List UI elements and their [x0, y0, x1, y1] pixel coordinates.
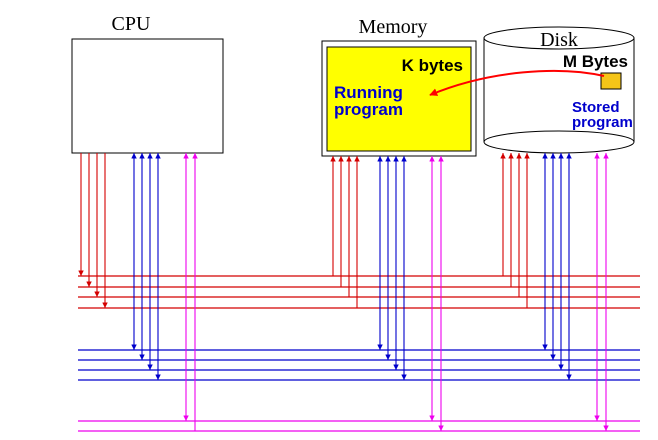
disk-bottom-rim	[483, 130, 635, 143]
stored-program-line1: Stored	[572, 99, 620, 116]
memory-inner	[326, 46, 472, 152]
load-program-arrow	[429, 69, 605, 96]
stored-program-line2: program	[572, 114, 633, 131]
k-bytes-label: K bytes	[402, 56, 463, 75]
memory-label: Memory	[359, 16, 428, 38]
memory-data-lines	[429, 156, 444, 431]
cpu-address-lines	[131, 153, 161, 380]
disk-address-lines	[542, 153, 572, 380]
disk-top	[483, 26, 635, 50]
running-program-line1: Running	[334, 83, 403, 102]
disk-cylinder	[483, 26, 635, 154]
control-bus	[78, 275, 640, 309]
cpu-box	[71, 38, 224, 154]
disk-data-lines	[594, 153, 609, 431]
cpu-control-lines	[78, 153, 108, 308]
disk-control-lines	[500, 153, 530, 308]
data-bus	[78, 420, 640, 432]
stored-program-block	[600, 72, 622, 90]
disk-label: Disk	[540, 29, 578, 51]
address-bus	[78, 349, 640, 381]
m-bytes-label: M Bytes	[563, 52, 628, 71]
running-program-line2: program	[334, 100, 403, 119]
cpu-label: CPU	[112, 13, 151, 35]
memory-address-lines	[377, 156, 407, 380]
memory-control-lines	[330, 156, 360, 308]
cpu-data-lines	[183, 153, 198, 431]
